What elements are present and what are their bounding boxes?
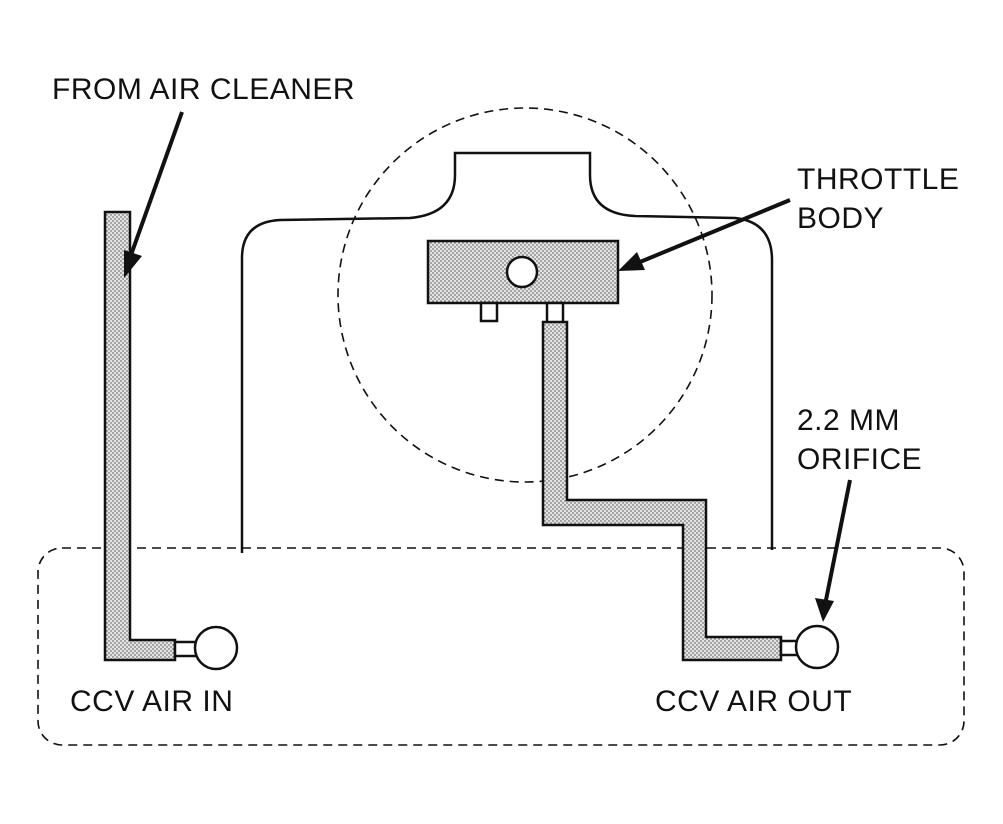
label-throttle-line1: THROTTLE: [797, 163, 959, 196]
valve-cover-dashed-outline: [37, 547, 965, 746]
label-ccv-air-out: CCV AIR OUT: [655, 685, 852, 718]
label-orifice-line1: 2.2 MM: [797, 404, 900, 437]
throttle-body-bore: [505, 255, 539, 289]
throttle-body-nipple-left: [479, 301, 499, 323]
arrow-throttle-body: [618, 198, 791, 271]
intake-manifold-outline: [240, 151, 774, 553]
arrow-from-air-cleaner: [124, 111, 184, 278]
throttle-body-nipple-right: [545, 301, 565, 325]
throttle-body-hose: [541, 320, 783, 662]
arrow-orifice: [815, 479, 852, 622]
ccv-air-in-connector: [173, 640, 199, 658]
label-orifice-line2: ORIFICE: [797, 443, 922, 476]
ccv-air-in-port: [193, 625, 239, 671]
ccv-air-out-port: [794, 624, 840, 670]
label-throttle-line2: BODY: [797, 202, 884, 235]
throttle-body-detail-circle: [337, 107, 713, 483]
label-ccv-air-in: CCV AIR IN: [70, 685, 233, 718]
air-cleaner-hose: [103, 210, 177, 662]
label-from-air-cleaner: FROM AIR CLEANER: [52, 73, 355, 106]
